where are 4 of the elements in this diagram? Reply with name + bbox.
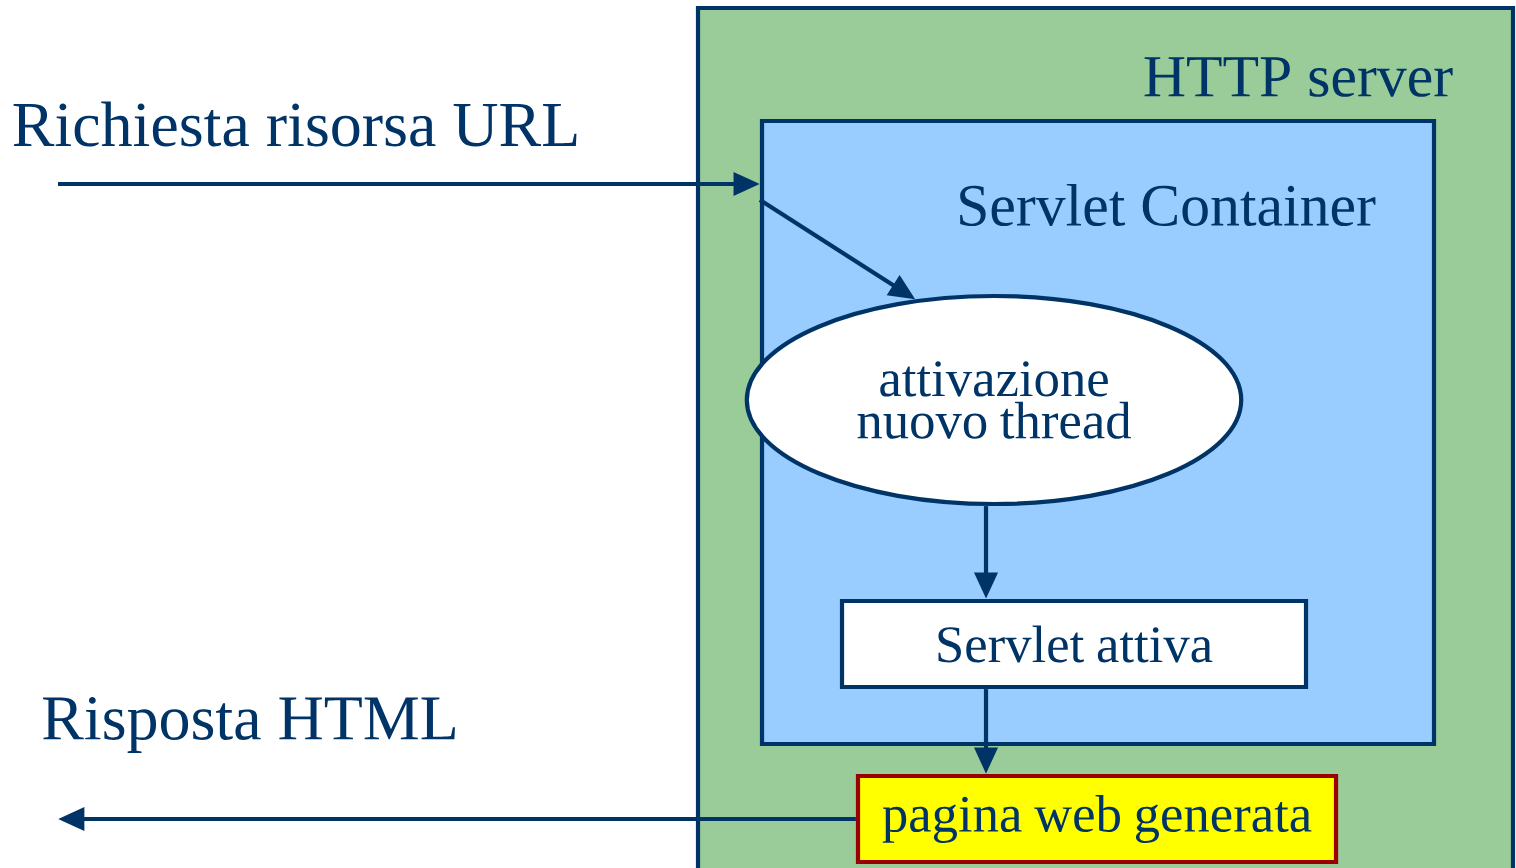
- output-box: pagina web generata: [855, 773, 1339, 865]
- edge-label: Risposta HTML: [43, 697, 455, 753]
- process-box: Servlet attiva: [839, 598, 1309, 690]
- edge-label: Richiesta risorsa URL: [13, 101, 577, 147]
